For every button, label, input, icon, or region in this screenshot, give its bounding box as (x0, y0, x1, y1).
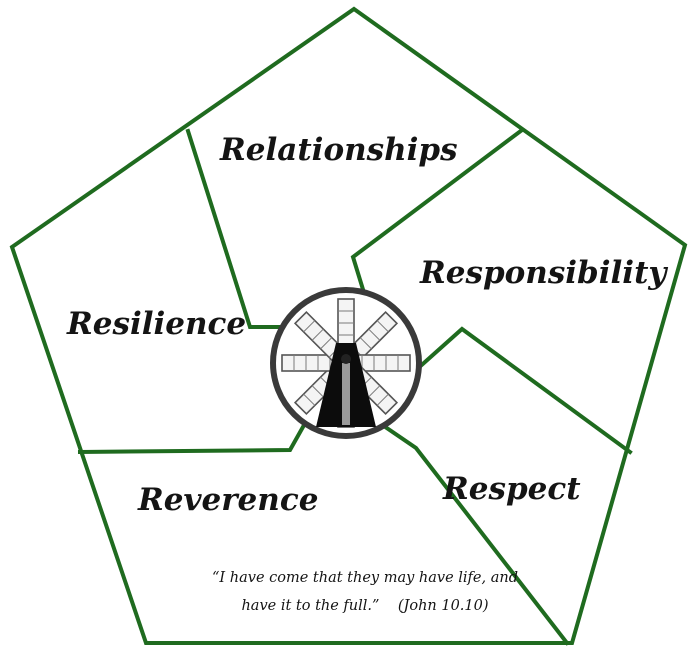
divider-responsibility-respect (413, 326, 633, 455)
section-label-relationships: Relationships (219, 132, 458, 168)
section-label-resilience: Resilience (66, 306, 246, 342)
outer-pentagon (9, 6, 688, 645)
section-label-respect: Respect (442, 471, 581, 507)
divider-reverence-resilience (77, 415, 311, 455)
section-label-reverence: Reverence (137, 482, 318, 518)
quote-line-2: have it to the full.” (John 10.10) (241, 598, 488, 614)
section-label-responsibility: Responsibility (419, 255, 668, 291)
divider-respect-reverence (372, 417, 570, 646)
quote-line-1: “I have come that they may have life, an… (212, 570, 518, 586)
windmill-ladder (342, 363, 350, 425)
divider-resilience-relationships (185, 128, 284, 329)
windmill-icon (270, 287, 422, 439)
